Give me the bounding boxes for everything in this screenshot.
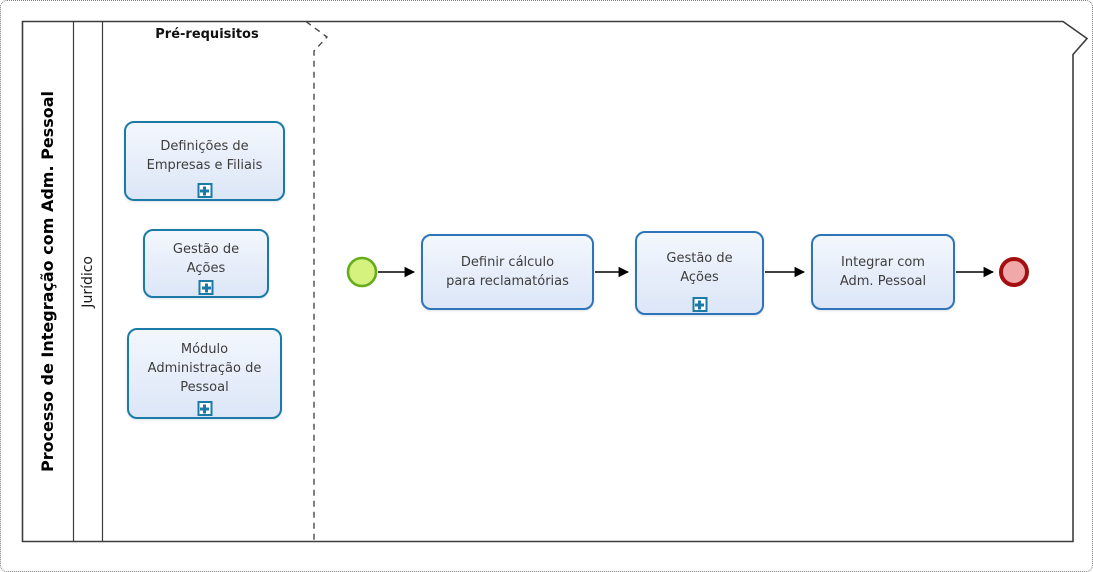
lane-label: Jurídico (79, 255, 96, 308)
lane-band-juridico: Jurídico (73, 21, 102, 542)
phase-separator (305, 20, 329, 542)
subprocess-plus-icon[interactable] (197, 401, 212, 416)
task-label: Definir cálculo para reclamatórias (446, 255, 569, 289)
phase-label: Pré-requisitos (155, 27, 259, 42)
end-event-icon[interactable] (999, 257, 1029, 287)
pool-title: Processo de Integração com Adm. Pessoal (38, 90, 57, 473)
task-label: Integrar com Adm. Pessoal (839, 255, 927, 289)
subprocess-label: Gestão de Ações (172, 241, 240, 276)
subprocess-label: Definições de Empresas e Filiais (146, 139, 263, 173)
subprocess-plus-icon[interactable] (197, 183, 212, 198)
task-label: Gestão de Ações (666, 251, 733, 285)
task-definir-calculo-reclamatorias[interactable]: Definir cálculo para reclamatórias (421, 234, 594, 310)
subprocess-plus-icon[interactable] (692, 297, 707, 312)
subprocess-label: Módulo Administração de Pessoal (147, 342, 262, 395)
start-event-icon[interactable] (346, 256, 378, 288)
subprocess-gestao-acoes-prereq[interactable]: Gestão de Ações (143, 229, 269, 298)
subprocess-definicoes-empresas-filiais[interactable]: Definições de Empresas e Filiais (124, 121, 285, 201)
subprocess-plus-icon[interactable] (198, 280, 214, 295)
subprocess-gestao-acoes-flow[interactable]: Gestão de Ações (635, 231, 764, 315)
task-integrar-adm-pessoal[interactable]: Integrar com Adm. Pessoal (811, 234, 955, 310)
subprocess-modulo-administracao-pessoal[interactable]: Módulo Administração de Pessoal (127, 328, 282, 419)
process-pool-border (21, 20, 1089, 543)
pool-title-band: Processo de Integração com Adm. Pessoal (22, 21, 73, 542)
